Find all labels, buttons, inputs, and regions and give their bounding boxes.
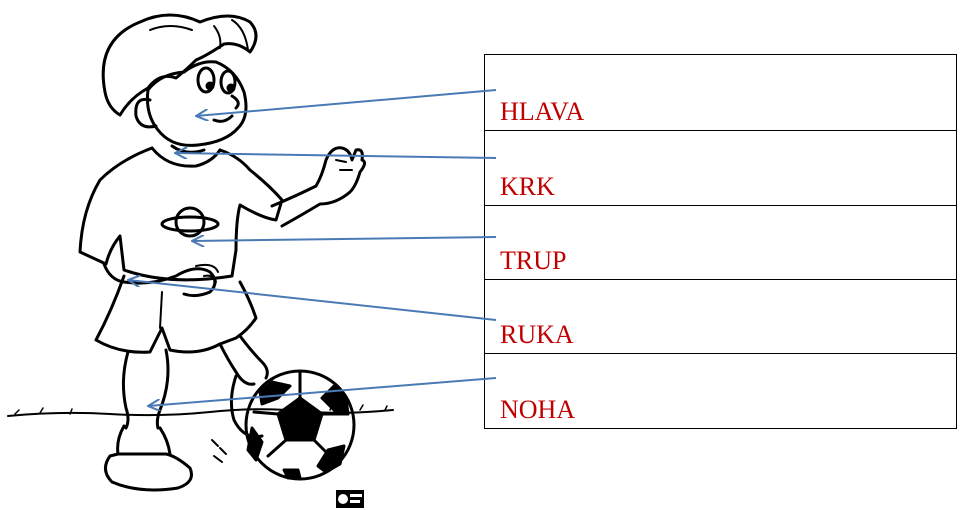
label-arm: RUKA [484,279,957,354]
label-row-torso: TRUP [484,205,957,280]
label-leg: NOHA [484,353,957,429]
kicking-leg [218,334,269,386]
label-torso: TRUP [484,205,957,280]
standing-leg [121,348,170,430]
label-head: HLAVA [484,54,957,131]
shorts [94,274,258,354]
tshirt [78,146,284,282]
ear [134,97,158,129]
hair [101,13,258,117]
label-row-head: HLAVA [484,54,957,131]
label-row-neck: KRK [484,130,957,206]
label-row-leg: NOHA [484,353,957,429]
raised-arm [270,146,367,228]
shoe [104,452,193,492]
body-parts-label-table: HLAVA KRK TRUP RUKA NOHA [484,54,957,429]
label-neck: KRK [484,130,957,206]
publisher-logo [336,490,364,508]
football [244,369,356,481]
label-row-arm: RUKA [484,279,957,354]
